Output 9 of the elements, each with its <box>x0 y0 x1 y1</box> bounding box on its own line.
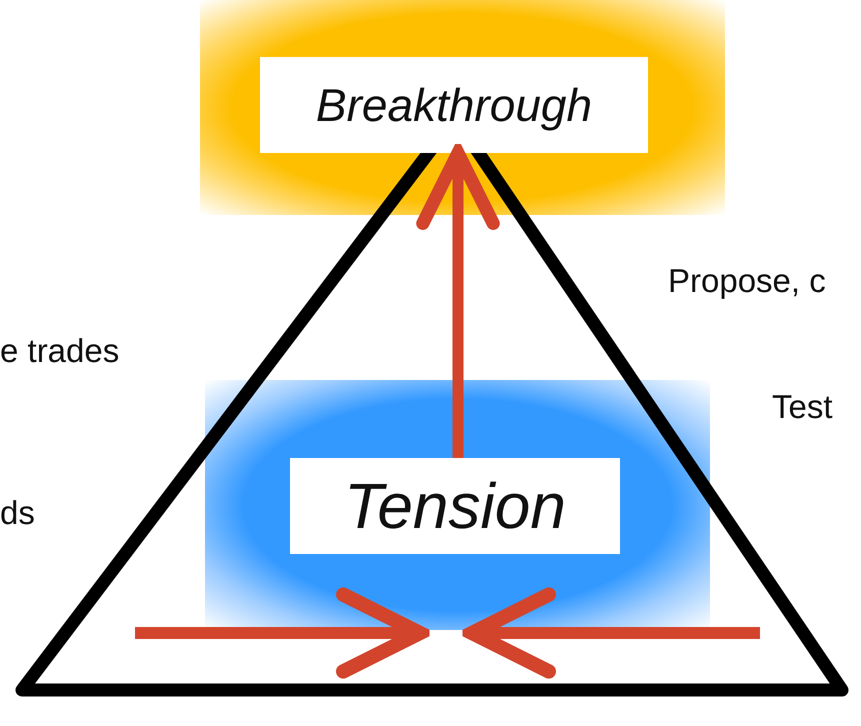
arrow <box>416 146 500 458</box>
label-box <box>290 458 620 554</box>
side-text: Propose, c <box>668 264 826 297</box>
node-title: Breakthrough <box>316 78 592 132</box>
side-text: e trades <box>0 334 120 367</box>
side-text: ds <box>0 496 35 529</box>
label-box <box>260 57 648 153</box>
node-title: Tension <box>344 469 566 543</box>
side-text: Test <box>772 390 833 423</box>
